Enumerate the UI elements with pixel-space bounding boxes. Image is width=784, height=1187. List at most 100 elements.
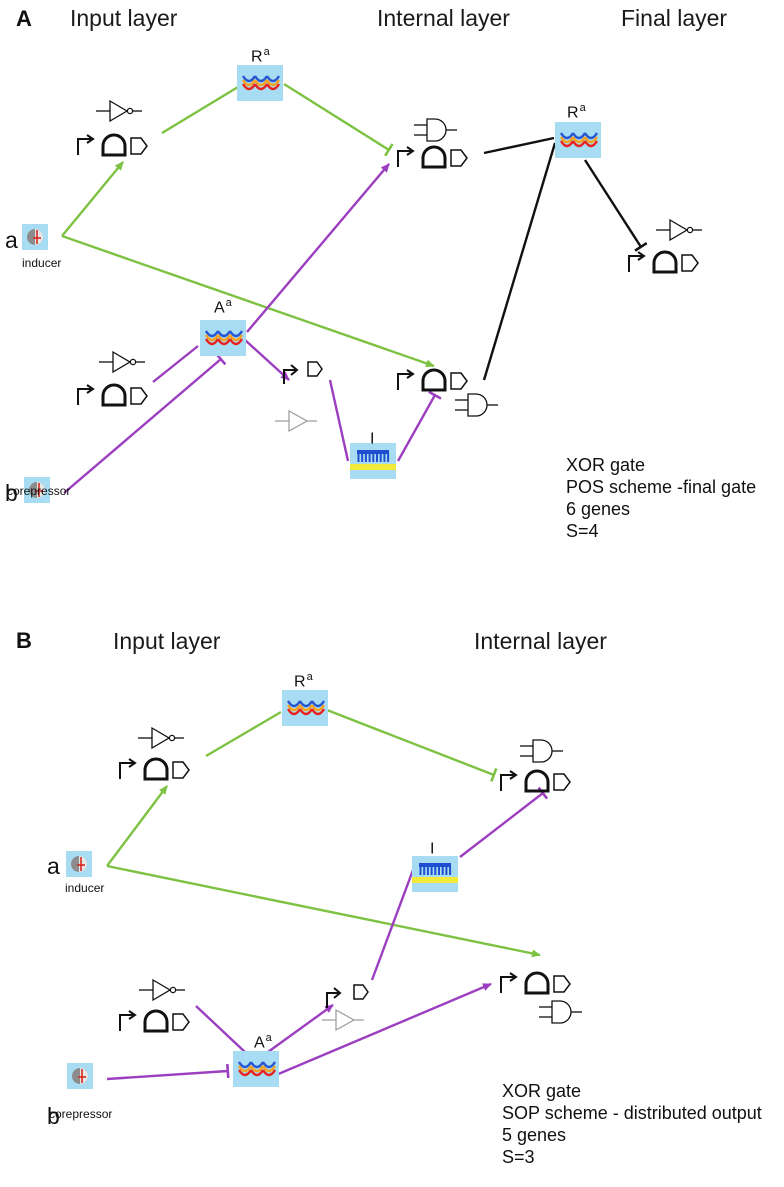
panel-a-final-gene — [628, 250, 699, 274]
regulator-wave-icon — [241, 83, 281, 91]
panel-b-input-a-note: inducer — [65, 881, 105, 895]
panel-a-not-gate-final — [656, 218, 702, 242]
panel-b-edge-a-to-gene-2 — [106, 864, 541, 958]
panel-b-promoter-arrow-small — [326, 987, 342, 1008]
panel-a-final-layer-title: Final layer — [621, 5, 728, 31]
panel-a-and-gate-1 — [414, 118, 457, 142]
panel-a-edge-gene-1-to-r — [161, 85, 239, 135]
terminator-icon — [450, 149, 468, 167]
panel-a-protein-a — [200, 320, 246, 356]
panel-a-protein-i-label: I — [370, 430, 375, 448]
inhibitor-tooth-icon — [430, 866, 433, 875]
promoter-arrowhead-icon — [406, 146, 415, 156]
promoter-arrowhead-icon — [637, 251, 646, 261]
panel-b-input-b-name: b — [47, 1103, 60, 1129]
terminator-icon — [172, 1013, 190, 1031]
regulator-wave-icon — [559, 136, 599, 144]
panel-a-label: A — [16, 6, 32, 31]
protein-boxes — [200, 65, 601, 1087]
gene-dome-icon — [421, 368, 447, 392]
panel-a-edge-r-to-internal-1 — [283, 82, 394, 157]
panel-b-edge-gene-small-to-i — [370, 869, 415, 981]
panel-b-input-gene-2 — [119, 1009, 190, 1033]
panel-a-not-gate-2 — [99, 350, 145, 374]
inhibitor-tooth-icon — [357, 453, 360, 462]
terminator-icon — [553, 975, 571, 993]
panel-b-input-b-note: corepressor — [49, 1107, 113, 1121]
terminator-icon — [681, 254, 699, 272]
regulator-wave-icon — [237, 1065, 277, 1073]
regulator-wave-icon — [286, 700, 326, 708]
panel-a-protein-r-label: Ra — [251, 46, 270, 66]
logic-gate-symbols — [96, 99, 702, 1032]
inhibitor-comb-icon — [357, 450, 389, 454]
panel-a-not-gate-1 — [96, 99, 142, 123]
panel-b-input-b-molecule — [67, 1063, 93, 1089]
panel-b-note-gate: XOR gate — [502, 1081, 582, 1101]
panel-b-input-a-molecule — [66, 851, 92, 877]
inhibitor-tooth-icon — [423, 866, 426, 875]
panel-b-input-gene-1 — [119, 757, 190, 781]
inhibitor-bar-icon — [412, 877, 458, 883]
panel-b-input-a-name: a — [47, 853, 60, 879]
panel-a-internal-gene-1 — [397, 145, 468, 169]
panel-a-edge-a-to-internal-1 — [246, 163, 390, 333]
panel-a-note-genes: 6 genes — [566, 499, 631, 519]
regulator-wave-icon — [559, 140, 599, 148]
promoter-arrow-icon — [628, 255, 642, 272]
panel-a-input-gene-1 — [77, 133, 148, 157]
panel-b-input-layer-title: Input layer — [113, 628, 221, 654]
regulator-wave-icon — [241, 75, 281, 83]
panel-a-input-b-molecule — [24, 477, 50, 503]
panel-a-edge-gene-2-to-a — [152, 345, 199, 383]
panel-b-terminator-small — [353, 984, 369, 1000]
regulator-wave-icon — [237, 1069, 277, 1077]
inhibitor-tooth-icon — [372, 453, 375, 462]
gene-dome-icon — [421, 145, 447, 169]
signal-molecules — [22, 224, 93, 1089]
panel-a-edge-internal-2-to-final-r — [482, 142, 557, 381]
panel-a-internal-gene-2 — [397, 368, 468, 392]
regulator-wave-icon — [286, 708, 326, 716]
promoter-arrow-icon — [119, 762, 133, 779]
panel-a-input-gene-2 — [77, 383, 148, 407]
panel-a-note-gate: XOR gate — [566, 455, 646, 475]
panel-a-terminator-small — [307, 361, 323, 377]
panel-b-notes: XOR gate SOP scheme - distributed output… — [502, 1080, 762, 1168]
panel-a-edge-a-to-gene-1 — [61, 161, 124, 237]
panel-a-input-b-name: b — [5, 480, 18, 506]
panel-a-internal-layer-title: Internal layer — [377, 5, 510, 31]
panel-b-edge-a-to-gene-1 — [106, 785, 168, 867]
regulator-wave-icon — [241, 79, 281, 87]
promoter-arrow-icon — [119, 1014, 133, 1031]
promoter-arrowhead-icon — [128, 758, 137, 768]
panel-a-protein-a-label: Aa — [214, 297, 232, 317]
promoter-arrow-icon — [77, 388, 91, 405]
panel-b-note-s: S=3 — [502, 1147, 535, 1167]
panel-b-edge-a-to-gene-small — [267, 1004, 334, 1053]
gene-units — [77, 133, 699, 1033]
panel-b-edge-r-to-internal-1 — [326, 708, 498, 782]
gene-dome-icon — [524, 971, 550, 995]
regulation-edges — [61, 82, 648, 1081]
inhibitor-tooth-icon — [438, 866, 440, 875]
panel-b-protein-i — [412, 856, 458, 892]
panel-a-edge-internal-1-to-final-r — [483, 136, 555, 155]
regulator-wave-icon — [204, 338, 244, 346]
gene-dome-icon — [524, 769, 550, 793]
promoter-arrow-icon — [500, 774, 514, 791]
panel-a-final-protein-r-label: Ra — [567, 102, 586, 122]
panel-a-input-a-molecule — [22, 224, 48, 250]
inhibitor-tooth-icon — [379, 453, 382, 462]
panel-a-edge-i-to-internal-2 — [396, 390, 442, 462]
panel-b-protein-a-label: Aa — [254, 1032, 272, 1052]
inhibitor-tooth-icon — [361, 453, 364, 462]
terminator-icon — [130, 387, 148, 405]
regulator-wave-icon — [559, 132, 599, 140]
panel-b-note-scheme: SOP scheme - distributed output — [502, 1103, 762, 1123]
promoter-arrowhead-icon — [86, 134, 95, 144]
inhibitor-tooth-icon — [383, 453, 386, 462]
panel-b-not-gate-2 — [139, 978, 185, 1002]
panel-a-input-b-note: corepressor — [7, 484, 71, 498]
panel-b-edge-a-to-internal-2 — [275, 982, 492, 1077]
